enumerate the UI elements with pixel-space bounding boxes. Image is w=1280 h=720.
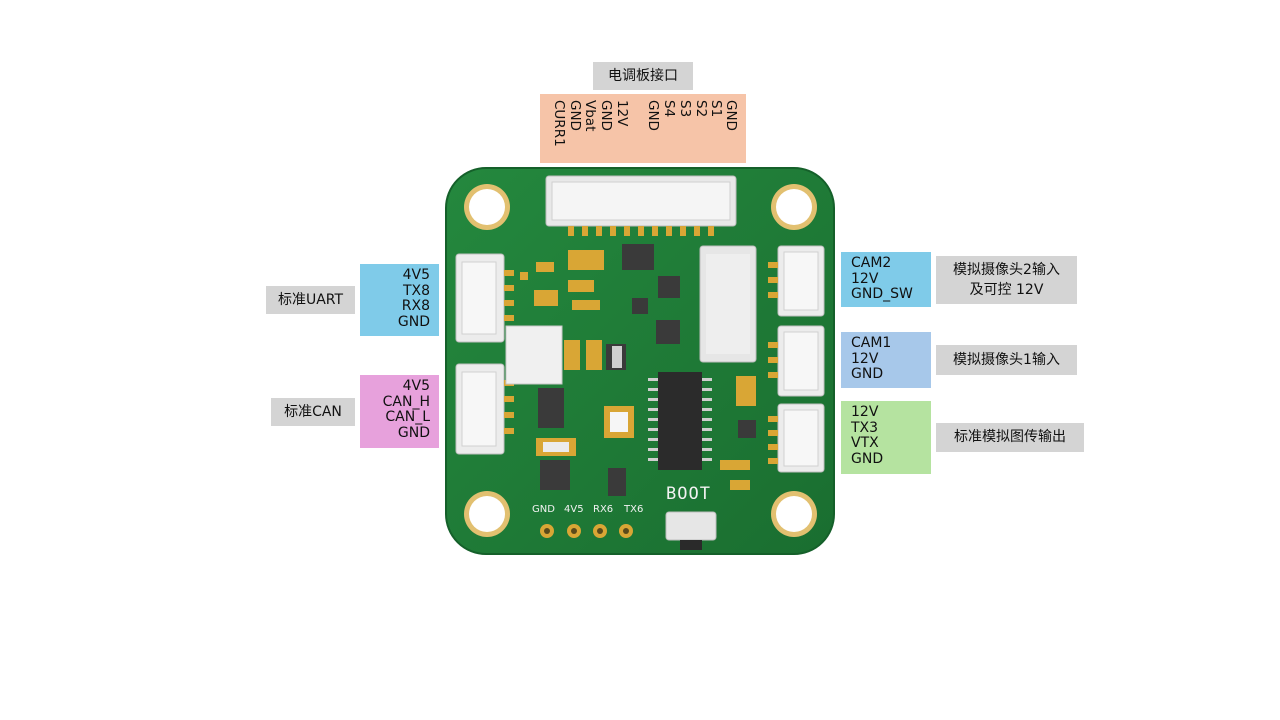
cam2-title-line: 及可控 12V bbox=[969, 281, 1044, 298]
cam2-pin: CAM2 bbox=[851, 255, 892, 271]
cam1-pin: 12V bbox=[851, 350, 879, 367]
vtx-pin-list: 12V TX3 VTX GND bbox=[841, 401, 931, 474]
cam2-title: 模拟摄像头2输入 及可控 12V bbox=[936, 256, 1077, 304]
cam2-connector bbox=[768, 245, 825, 317]
pin-label-4v5: 4V5 bbox=[564, 504, 584, 515]
can-pin: CAN_H bbox=[382, 393, 430, 410]
esc-connector bbox=[545, 175, 737, 236]
inductor-left bbox=[505, 325, 563, 385]
uart-pin: RX8 bbox=[401, 298, 430, 314]
mcu-chip bbox=[648, 372, 712, 470]
cam1-pin: CAM1 bbox=[851, 335, 892, 351]
cam2-title-line: 模拟摄像头2输入 bbox=[953, 261, 1060, 278]
can-pin: GND bbox=[397, 424, 430, 441]
vtx-connector bbox=[768, 403, 825, 473]
uart-connector bbox=[455, 253, 514, 343]
cam1-title: 模拟摄像头1输入 bbox=[936, 345, 1077, 375]
esc-pin-s1: S1 bbox=[708, 100, 724, 118]
can-pin-list: 4V5 CAN_H CAN_L GND bbox=[360, 375, 439, 448]
esc-pin-gnd-4: GND bbox=[567, 100, 583, 131]
boot-silkscreen: BOOT bbox=[666, 484, 711, 504]
esc-header-pins: GND S1 S2 S3 S4 GND 12V GND Vbat GND CUR… bbox=[540, 94, 746, 163]
uart-pin: GND bbox=[397, 313, 430, 330]
esc-pin-s4: S4 bbox=[661, 100, 677, 118]
cam2-pin-list: CAM2 12V GND_SW bbox=[841, 252, 931, 307]
esc-header-title: 电调板接口 bbox=[593, 62, 693, 90]
esc-pin-vbat: Vbat bbox=[582, 100, 598, 132]
pin-label-rx6: RX6 bbox=[593, 504, 614, 515]
can-title: 标准CAN bbox=[271, 398, 355, 426]
vtx-pin: 12V bbox=[851, 404, 879, 420]
can-pin: CAN_L bbox=[385, 409, 430, 425]
can-connector bbox=[455, 363, 514, 455]
cam2-pin: 12V bbox=[851, 270, 879, 287]
esc-pin-gnd-1: GND bbox=[723, 100, 739, 131]
esc-pin-gnd-2: GND bbox=[645, 100, 661, 131]
esc-pin-s3: S3 bbox=[677, 100, 693, 118]
pin-label-gnd: GND bbox=[532, 504, 555, 515]
cam2-pin: GND_SW bbox=[851, 286, 913, 302]
uart-title: 标准UART bbox=[266, 286, 355, 314]
uart-pin: 4V5 bbox=[402, 267, 430, 283]
esc-pin-12v: 12V bbox=[614, 100, 630, 127]
vtx-pin: VTX bbox=[851, 435, 879, 451]
can-pin: 4V5 bbox=[402, 378, 430, 394]
cam1-pin: GND bbox=[851, 366, 884, 382]
bottom-pin-header bbox=[540, 524, 633, 538]
esc-pin-gnd-3: GND bbox=[598, 100, 614, 131]
esc-pin-s2: S2 bbox=[693, 100, 709, 118]
mounting-holes bbox=[464, 184, 817, 537]
cam1-connector bbox=[768, 325, 825, 397]
uart-pin-list: 4V5 TX8 RX8 GND bbox=[360, 264, 439, 336]
esc-pin-curr1: CURR1 bbox=[551, 100, 567, 147]
boot-button bbox=[665, 511, 717, 550]
vtx-title: 标准模拟图传输出 bbox=[936, 423, 1084, 452]
pin-label-tx6: TX6 bbox=[624, 504, 644, 515]
vtx-pin: GND bbox=[851, 450, 884, 467]
cam1-pin-list: CAM1 12V GND bbox=[841, 332, 931, 388]
uart-pin: TX8 bbox=[402, 282, 430, 299]
vtx-pin: TX3 bbox=[851, 419, 879, 436]
